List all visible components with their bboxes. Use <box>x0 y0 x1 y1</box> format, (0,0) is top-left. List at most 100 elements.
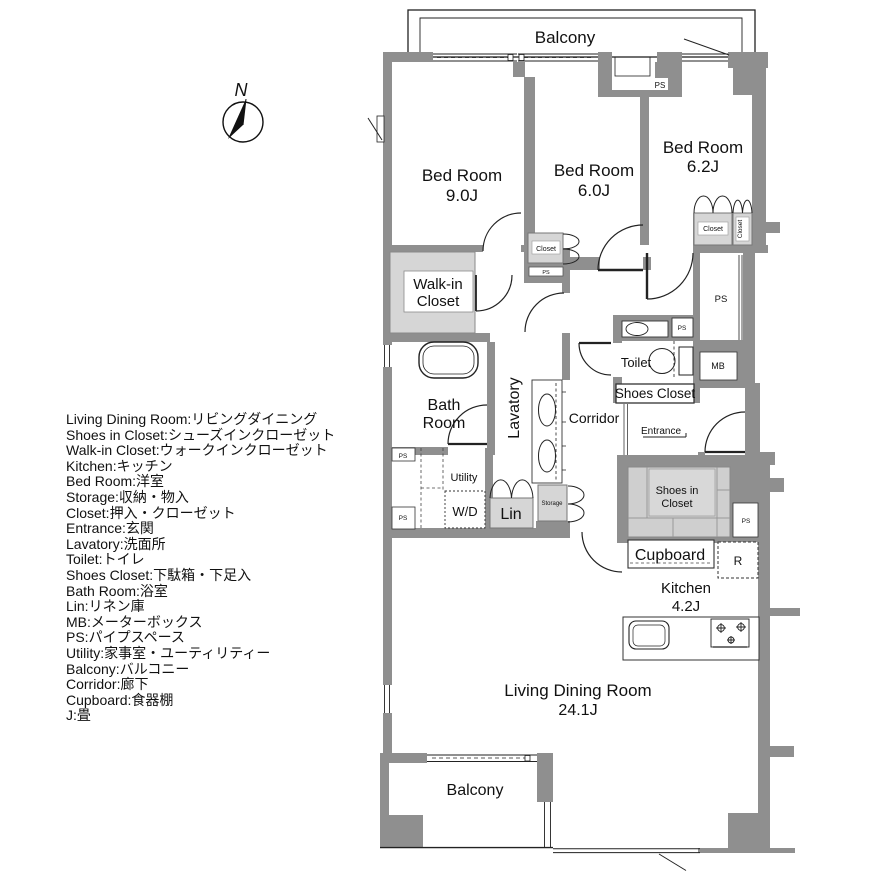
legend-line: Lavatory:洗面所 <box>66 535 166 552</box>
label-utility: Utility <box>451 472 478 484</box>
kitchen-counter <box>622 616 760 661</box>
label-bedroom3: Bed Room <box>663 138 743 157</box>
label-kitchen: Kitchen <box>661 580 711 597</box>
closet-bed1-doors <box>562 233 580 265</box>
bathtub-icon <box>418 341 479 379</box>
compass-north-label: N <box>235 80 249 100</box>
ps-left-lower-box <box>391 506 416 530</box>
shoes-closet-box <box>615 383 695 404</box>
legend-line: Kitchen:キッチン <box>66 457 173 474</box>
label-ps-left-upper: PS <box>399 453 408 460</box>
label-shoes-in-1: Shoes in <box>656 485 699 497</box>
walkin-closet-door <box>475 274 513 312</box>
label-walkin-2: Closet <box>417 293 460 310</box>
linen-area <box>489 497 534 529</box>
label-balcony-top: Balcony <box>535 28 596 47</box>
label-ps-alcove: PS <box>655 81 666 90</box>
bathroom-door <box>447 404 488 446</box>
legend-line: Bed Room:洋室 <box>66 473 165 490</box>
washer-dryer-box <box>444 490 486 529</box>
label-ps-left-lower: PS <box>399 515 408 522</box>
linen-doors <box>489 479 534 499</box>
label-ps-kitchen: PS <box>742 518 751 525</box>
refrigerator-box <box>717 541 759 579</box>
legend-line: Utility:家事室・ユーティリティー <box>66 644 271 661</box>
label-wd: W/D <box>452 504 477 519</box>
label-closet-bed3-b: Closet <box>737 220 744 239</box>
label-ps-shaft: PS <box>715 294 728 305</box>
utility-guides <box>420 448 712 564</box>
legend-line: Balcony:バルコニー <box>66 660 190 677</box>
legend-line: Entrance:玄関 <box>66 520 154 537</box>
utility-boxes <box>391 317 760 661</box>
mb-box <box>699 351 738 381</box>
storage-doors <box>567 485 585 523</box>
label-mb: MB <box>711 361 725 371</box>
legend-line: Shoes in Closet:シューズインクローゼット <box>66 426 336 443</box>
ps-left-upper-box <box>391 447 416 462</box>
toilet-door <box>578 341 612 376</box>
legend: Living Dining Room:リビングダイニング Shoes in Cl… <box>66 411 336 724</box>
legend-line: Corridor:廊下 <box>66 676 149 693</box>
label-living-dining-size: 24.1J <box>558 702 597 719</box>
label-corridor: Corridor <box>569 410 620 426</box>
storage-area <box>537 484 568 522</box>
ps-strip-box <box>528 266 564 277</box>
label-walkin-1: Walk-in <box>413 276 462 293</box>
washbasin-icons <box>538 383 566 480</box>
lavatory-door <box>524 292 565 333</box>
toilet-basin-box <box>621 320 669 338</box>
bedroom3-door <box>645 252 694 300</box>
bedroom2-door <box>597 224 644 272</box>
bedroom1-door <box>482 212 522 252</box>
label-ps-toilet: PS <box>678 325 687 332</box>
legend-line: Lin:リネン庫 <box>66 598 145 615</box>
label-entrance: Entrance <box>641 426 681 437</box>
label-cupboard: Cupboard <box>635 547 705 564</box>
entrance-door <box>704 411 746 454</box>
legend-line: Living Dining Room:リビングダイニング <box>66 411 318 427</box>
closet-bed3-doors <box>693 195 753 214</box>
kitchen-sink-icon <box>628 620 670 650</box>
legend-line: Storage:収納・物入 <box>66 488 189 505</box>
legend-line: Toilet:トイレ <box>66 551 145 568</box>
label-bedroom2: Bed Room <box>554 161 634 180</box>
label-balcony-bottom: Balcony <box>447 782 504 799</box>
stove-icon <box>710 618 750 648</box>
lavatory-counter <box>531 379 563 484</box>
balcony-top-outline <box>407 9 756 58</box>
legend-line: Cupboard:食器棚 <box>66 691 174 708</box>
label-lavatory: Lavatory <box>506 377 523 438</box>
label-refrigerator: R <box>734 554 743 568</box>
label-bath-1: Bath <box>428 397 461 414</box>
compass-north-icon: N <box>222 80 264 143</box>
label-toilet: Toilet <box>621 355 652 370</box>
fixtures <box>418 322 750 650</box>
legend-line: Closet:押入・クローゼット <box>66 504 236 521</box>
ps-toilet-box <box>671 317 694 338</box>
label-bedroom2-size: 6.0J <box>578 181 610 200</box>
label-bedroom1-size: 9.0J <box>446 186 478 205</box>
shoes-in-closet-area <box>627 466 731 538</box>
label-ps-strip: PS <box>542 270 550 276</box>
label-closet-bed3-a: Closet <box>703 226 723 233</box>
label-kitchen-size: 4.2J <box>672 598 700 615</box>
label-bath-2: Room <box>423 415 466 432</box>
label-shoes-closet: Shoes Closet <box>615 386 696 401</box>
label-bedroom3-size: 6.2J <box>687 157 719 176</box>
label-bedroom1: Bed Room <box>422 166 502 185</box>
ps-kitchen-box <box>732 502 759 538</box>
label-shoes-in-2: Closet <box>661 498 692 510</box>
legend-line: Walk-in Closet:ウォークインクローゼット <box>66 442 328 459</box>
doors <box>447 195 753 573</box>
windows <box>367 38 743 871</box>
living-room-door <box>581 531 623 573</box>
legend-line: Shoes Closet:下駄箱・下足入 <box>66 566 252 583</box>
label-closet-bed1: Closet <box>536 246 556 253</box>
legend-line: Bath Room:浴室 <box>66 582 168 599</box>
label-lin: Lin <box>500 506 521 523</box>
legend-line: PS:パイプスペース <box>66 629 185 646</box>
legend-line: MB:メーターボックス <box>66 613 203 630</box>
